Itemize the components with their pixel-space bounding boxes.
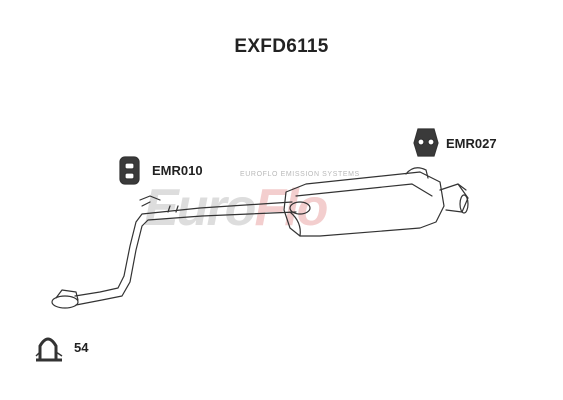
rubber-hanger-icon (119, 156, 140, 185)
exhaust-pipe (51, 195, 297, 309)
rubber-mount-icon (413, 128, 439, 157)
part-label-emr010: EMR010 (152, 163, 203, 178)
rear-silencer (283, 167, 445, 237)
part-number-title: EXFD6115 (234, 36, 329, 57)
u-bolt-clamp-icon (35, 337, 63, 362)
tailpipe-outlet (439, 183, 469, 214)
part-label-emr027: EMR027 (446, 136, 497, 151)
part-label-clamp: 54 (74, 340, 89, 355)
watermark-tagline: EUROFLO EMISSION SYSTEMS (240, 171, 360, 178)
